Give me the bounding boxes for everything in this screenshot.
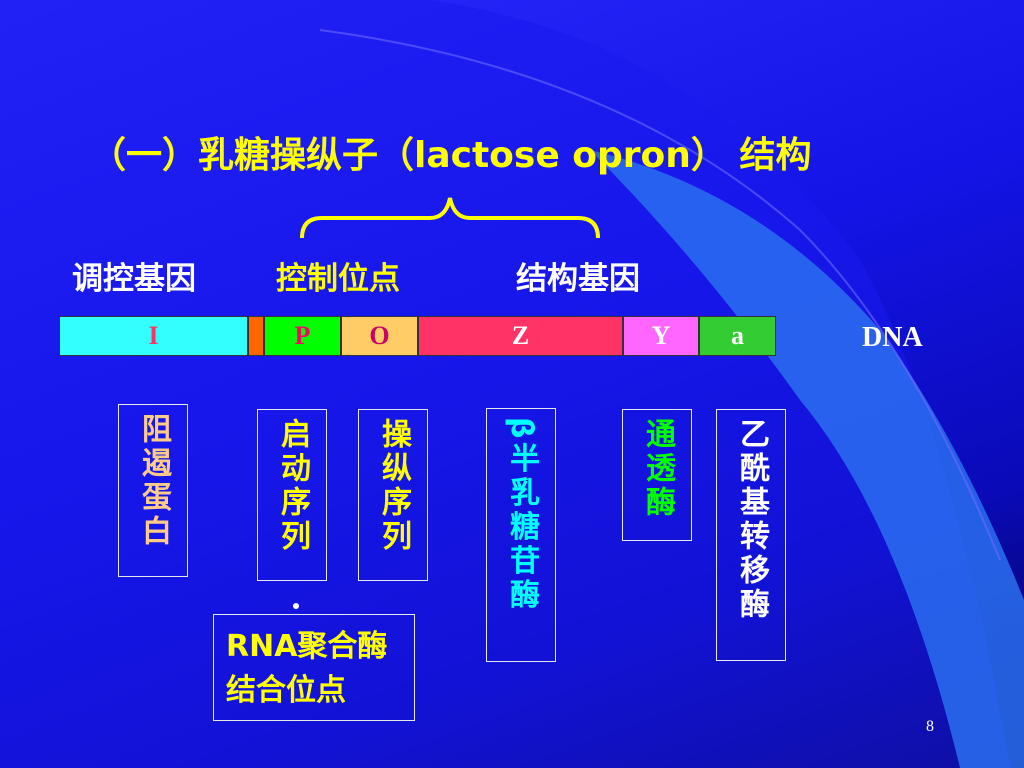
transacetylase-box: 乙酰基转移酶 [716, 409, 786, 661]
permease-text: 通透酶 [640, 418, 675, 520]
structural-gene-label: 结构基因 [516, 261, 640, 297]
page-number: 8 [926, 718, 934, 735]
segment-p: P [264, 316, 341, 356]
repressor-text: 阻遏蛋白 [136, 413, 171, 549]
transacetylase-text: 乙酰基转移酶 [734, 418, 769, 622]
beta-galactosidase-box: β半乳糖苷酶 [486, 408, 556, 662]
promoter-box: 启动序列 [257, 409, 327, 581]
segment-z: Z [418, 316, 623, 356]
slide-title: （一）乳糖操纵子（lactose opron） 结构 [90, 135, 812, 176]
dna-bar: I P O Z Y a [59, 316, 776, 358]
operator-box: 操纵序列 [358, 409, 428, 581]
rna-polymerase-box: RNA聚合酶 结合位点 [213, 614, 415, 721]
segment-y: Y [623, 316, 699, 356]
rna-polymerase-line1: RNA聚合酶 [226, 629, 388, 664]
dna-label: DNA [862, 322, 923, 353]
repressor-box: 阻遏蛋白 [118, 404, 188, 577]
permease-box: 通透酶 [622, 409, 692, 541]
beta-galactosidase-text: β半乳糖苷酶 [504, 417, 539, 613]
segment-i: I [59, 316, 248, 356]
promoter-text: 启动序列 [275, 418, 310, 554]
control-site-label: 控制位点 [276, 261, 400, 297]
segment-o: O [341, 316, 418, 356]
brace-icon [300, 197, 600, 239]
rna-polymerase-line2: 结合位点 [226, 673, 346, 708]
regulatory-gene-label: 调控基因 [72, 261, 196, 297]
segment-a: a [699, 316, 776, 356]
connector-dot [293, 603, 299, 609]
segment-spacer [248, 316, 264, 356]
operator-text: 操纵序列 [376, 418, 411, 554]
